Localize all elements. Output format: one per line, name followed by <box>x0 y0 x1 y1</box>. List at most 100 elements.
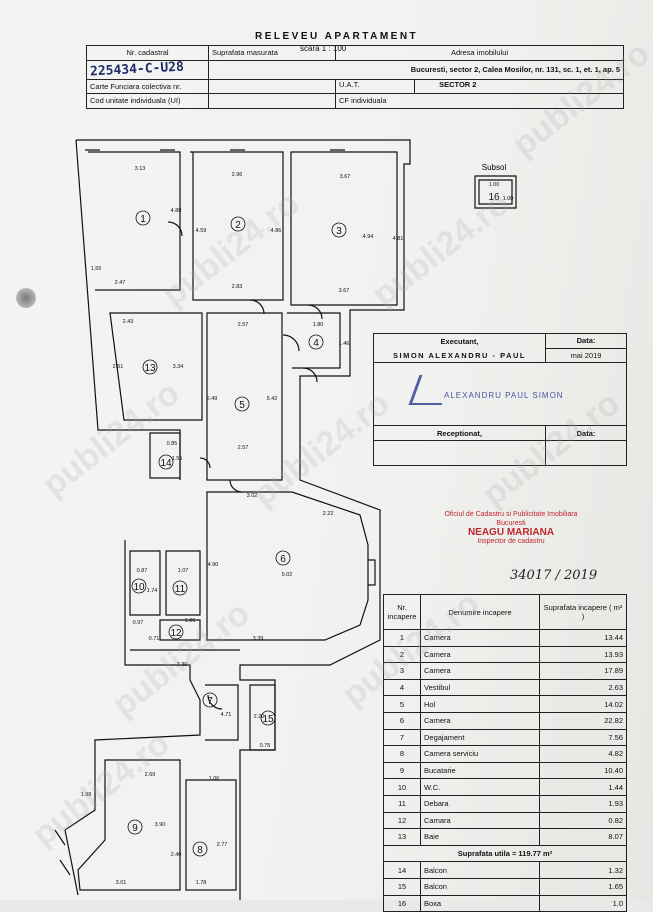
cell-name: Camara <box>420 811 540 830</box>
adresa-value: Bucuresti, sector 2, Calea Mosilor, nr. … <box>208 59 624 80</box>
cell-name: Degajament <box>420 728 540 747</box>
dim: 1.07 <box>178 568 189 574</box>
handwritten-number: 34017 / 2019 <box>510 568 598 583</box>
cell-name: W.C. <box>420 778 540 796</box>
cell-area: 1.44 <box>539 778 627 796</box>
cell-area: 1.65 <box>539 877 627 896</box>
uat-label: U.A.T. <box>336 79 415 93</box>
cell-area: 13.44 <box>539 629 627 647</box>
executant-name: SIMON ALEXANDRU - PAUL <box>373 348 546 363</box>
dim: 2.96 <box>232 172 243 178</box>
punch-hole <box>16 288 36 308</box>
dim: 2.47 <box>115 280 126 286</box>
dim: 1.78 <box>196 880 207 886</box>
dim: 1.00 <box>503 196 514 202</box>
dim: 1.06 <box>185 618 196 624</box>
dim: 0.71 <box>149 636 160 642</box>
data-value: mai 2019 <box>545 347 627 363</box>
cell-name: Baie <box>420 828 540 846</box>
subsol-label: Subsol <box>482 163 507 172</box>
dim: 2.22 <box>323 511 334 517</box>
suprafata-utila: Suprafata utila = 119.77 m² <box>383 844 627 863</box>
dim: 1.98 <box>81 792 92 798</box>
cell-area: 0.82 <box>539 811 627 830</box>
cell-nr: 1 <box>383 629 421 647</box>
cell-area: 17.89 <box>539 662 627 680</box>
room-label-11: 11 <box>175 584 186 595</box>
col-suprafata: Suprafata incapere ( m² ) <box>539 594 627 630</box>
dim: 3.13 <box>135 166 146 172</box>
executant-stamp-text: ALEXANDRU PAUL SIMON <box>444 391 564 400</box>
cell-nr: 11 <box>383 794 421 813</box>
cell-name: Balcon <box>420 877 540 896</box>
dim: 4.81 <box>393 236 404 242</box>
dim: 3.90 <box>155 822 166 828</box>
dim: 2.57 <box>238 445 249 451</box>
cell-nr: 10 <box>383 778 421 796</box>
cell-area: 13.93 <box>539 645 627 664</box>
dim: 3.34 <box>173 364 184 370</box>
ocpi-stamp: Oficiul de Cadastru si Publicitate Imobi… <box>416 510 606 546</box>
room-label-15: 15 <box>262 714 274 725</box>
col-denumire: Denumire incapere <box>420 594 540 630</box>
cell-name: Camera serviciu <box>420 745 540 763</box>
dim: 2.51 <box>113 364 124 370</box>
signature-scribble <box>408 375 453 405</box>
cell-nr: 16 <box>383 894 421 912</box>
dim: 0.87 <box>137 568 148 574</box>
cell-name: Camera <box>420 711 540 730</box>
dim: 3.02 <box>247 493 258 499</box>
room-label-16: 16 <box>488 192 500 203</box>
cell-nr: 13 <box>383 828 421 846</box>
stamp-name: NEAGU MARIANA <box>467 527 555 538</box>
cell-area: 2.63 <box>539 678 627 697</box>
cell-area: 1.93 <box>539 794 627 813</box>
room-label-1: 1 <box>140 214 146 225</box>
room-label-9: 9 <box>132 823 138 834</box>
cell-name: Debara <box>420 794 540 813</box>
dim: 4.80 <box>171 208 182 214</box>
executant-stamp-area: ALEXANDRU PAUL SIMON <box>373 362 627 426</box>
cell-nr: 6 <box>383 711 421 730</box>
dim: 1.55 <box>172 456 183 462</box>
rooms-table: Nr. incapere Denumire incapere Suprafata… <box>383 594 627 912</box>
room-label-5: 5 <box>239 400 245 411</box>
cell-name: Hol <box>420 695 540 713</box>
cell-area: 8.07 <box>539 828 627 846</box>
cell-nr: 9 <box>383 761 421 780</box>
cell-nr: 3 <box>383 662 421 680</box>
dim: 4.90 <box>208 562 219 568</box>
cell-name: Bucatarie <box>420 761 540 780</box>
dim: 3.39 <box>253 636 264 642</box>
dim: 3.67 <box>340 174 351 180</box>
dim: 0.75 <box>260 743 271 749</box>
executant-table: Executant, Data: SIMON ALEXANDRU - PAUL … <box>373 333 627 466</box>
dim: 0.85 <box>167 441 178 447</box>
cell-name: Camera <box>420 645 540 664</box>
dim: 1.55 <box>91 266 102 272</box>
dim: 5.42 <box>267 396 278 402</box>
dim: 1.46 <box>339 341 350 347</box>
cell-nr: 5 <box>383 695 421 713</box>
dim: 4.86 <box>271 228 282 234</box>
data2-label: Data: <box>545 425 627 441</box>
cell-nr: 12 <box>383 811 421 830</box>
dim: 3.67 <box>339 288 350 294</box>
cell-area: 1.32 <box>539 861 627 879</box>
cell-nr: 15 <box>383 877 421 896</box>
cell-nr: 7 <box>383 728 421 747</box>
dim: 3.30 <box>177 662 188 668</box>
dim: 4.94 <box>363 234 374 240</box>
